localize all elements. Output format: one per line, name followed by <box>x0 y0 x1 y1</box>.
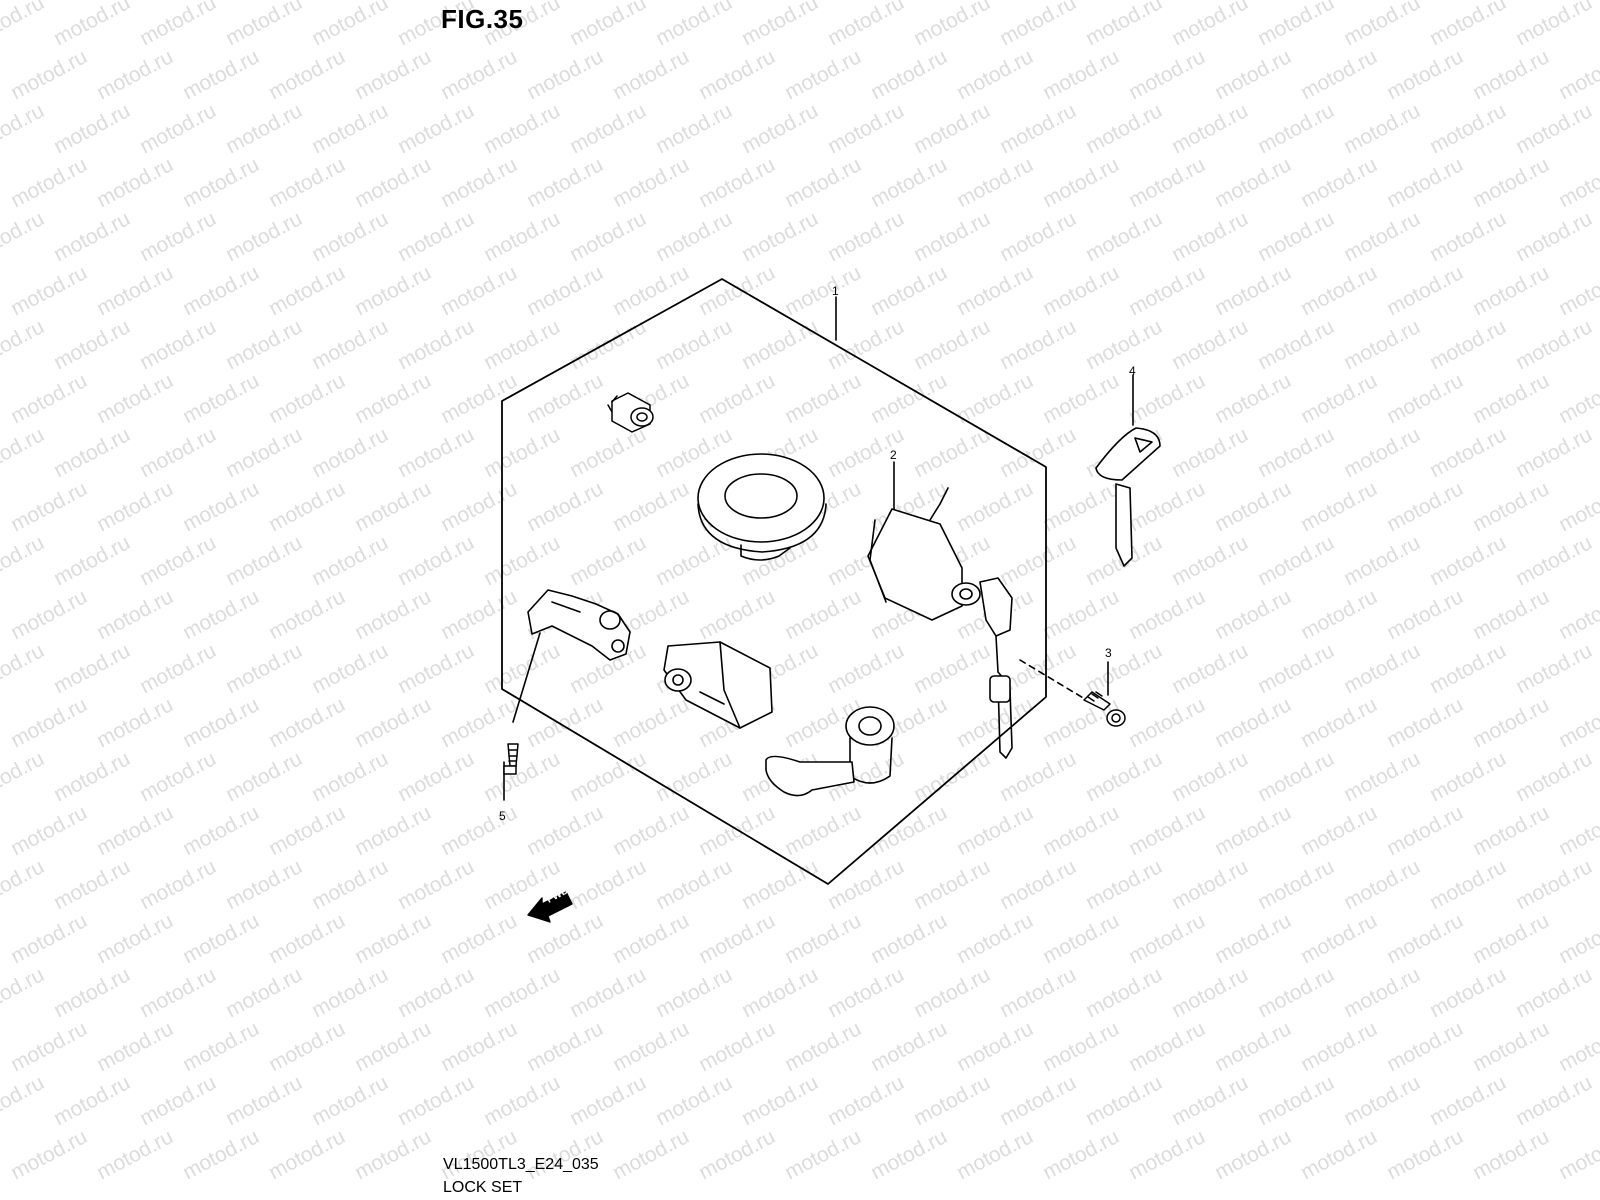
leader-line-3-dash <box>1019 659 1091 703</box>
callout-1: 1 <box>832 284 839 298</box>
callout-3: 3 <box>1105 646 1112 660</box>
small-cylinder-lock <box>607 392 654 433</box>
helmet-lock <box>663 641 773 729</box>
figure-code: VL1500TL3_E24_035 <box>443 1156 599 1173</box>
callout-4: 4 <box>1129 364 1136 378</box>
callout-2: 2 <box>890 448 897 462</box>
fwd-arrow <box>527 891 573 923</box>
callout-5: 5 <box>499 809 506 823</box>
figure-name: LOCK SET <box>443 1179 523 1196</box>
figure-title: FIG.35 <box>441 4 524 34</box>
lock-set-kit-outline <box>501 278 1047 885</box>
ignition-switch-assembly <box>867 487 1013 759</box>
cam-lock-latch <box>765 706 895 797</box>
key-blank <box>1095 427 1161 567</box>
fuel-cap <box>697 453 827 561</box>
screw-5 <box>503 743 519 775</box>
seat-hinge-bracket <box>527 589 631 661</box>
leader-line-5-upper <box>512 632 541 723</box>
bolt-3 <box>1083 691 1126 727</box>
